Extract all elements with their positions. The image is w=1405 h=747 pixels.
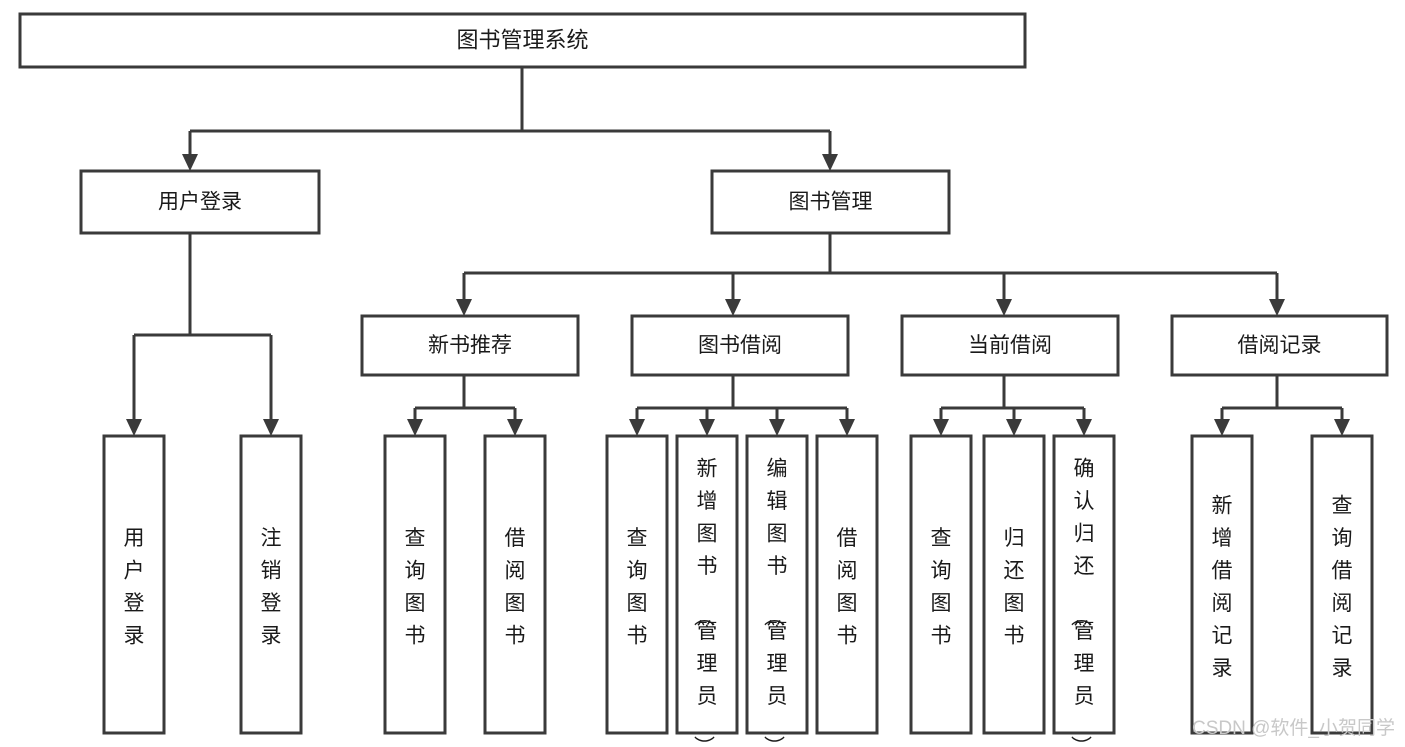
connectors-layer bbox=[126, 67, 1350, 436]
csdn-watermark: CSDN @软件_小贺同学 bbox=[1192, 718, 1395, 739]
connector-root-to-level2 bbox=[182, 67, 838, 171]
node-level3-3[interactable]: 借阅记录 bbox=[1170, 314, 1389, 377]
leaf-node[interactable]: 新增借阅记录 bbox=[1190, 434, 1254, 735]
connector-records-to-leaves bbox=[1214, 375, 1350, 436]
nodes-layer: 图书管理系统用户登录图书管理新书推荐图书借阅当前借阅借阅记录用户登录注销登录查询… bbox=[18, 12, 1389, 747]
leaf-label: 确认归还（管理员） bbox=[1069, 457, 1095, 747]
node-level3-1[interactable]: 图书借阅 bbox=[630, 314, 850, 377]
node-root[interactable]: 图书管理系统 bbox=[18, 12, 1027, 69]
node-label: 图书管理 bbox=[789, 191, 873, 214]
leaf-node[interactable]: 用户登录 bbox=[102, 434, 166, 735]
leaf-label: 查询图书 bbox=[405, 527, 426, 648]
connector-current-to-leaves bbox=[933, 375, 1092, 436]
node-level2-1[interactable]: 图书管理 bbox=[710, 169, 951, 235]
connector-userlogin-to-leaves bbox=[126, 233, 279, 436]
connector-newbook-to-leaves bbox=[407, 375, 523, 436]
node-level3-2[interactable]: 当前借阅 bbox=[900, 314, 1120, 377]
leaf-label: 新增借阅记录 bbox=[1212, 494, 1233, 680]
leaf-node[interactable]: 查询图书 bbox=[909, 434, 973, 735]
leaf-node[interactable]: 查询图书 bbox=[383, 434, 447, 735]
node-label: 新书推荐 bbox=[428, 334, 512, 357]
leaf-label: 归还图书 bbox=[1004, 527, 1025, 648]
leaf-node[interactable]: 借阅图书 bbox=[483, 434, 547, 735]
leaf-node[interactable]: 注销登录 bbox=[239, 434, 303, 735]
leaf-label: 注销登录 bbox=[261, 527, 282, 648]
leaf-label: 借阅图书 bbox=[837, 527, 858, 648]
leaf-node[interactable]: 查询图书 bbox=[605, 434, 669, 735]
leaf-node[interactable]: 查询借阅记录 bbox=[1310, 434, 1374, 735]
leaf-node[interactable]: 借阅图书 bbox=[815, 434, 879, 735]
leaf-label: 用户登录 bbox=[124, 527, 145, 648]
node-level3-0[interactable]: 新书推荐 bbox=[360, 314, 580, 377]
node-level2-0[interactable]: 用户登录 bbox=[79, 169, 321, 235]
leaf-label: 借阅图书 bbox=[505, 527, 526, 648]
leaf-label: 查询借阅记录 bbox=[1332, 494, 1353, 680]
leaf-node[interactable]: 确认归还（管理员） bbox=[1052, 434, 1116, 747]
leaf-label: 查询图书 bbox=[931, 527, 952, 648]
leaf-label: 新增图书（管理员） bbox=[692, 457, 718, 747]
leaf-node[interactable]: 新增图书（管理员） bbox=[675, 434, 739, 747]
leaf-node[interactable]: 编辑图书（管理员） bbox=[745, 434, 809, 747]
connector-borrow-to-leaves bbox=[629, 375, 855, 436]
connector-bookmgmt-to-level3 bbox=[456, 233, 1285, 316]
node-label: 当前借阅 bbox=[968, 334, 1052, 357]
node-label: 图书借阅 bbox=[698, 334, 782, 357]
node-label: 用户登录 bbox=[158, 191, 242, 214]
node-label: 借阅记录 bbox=[1238, 334, 1322, 357]
leaf-label: 编辑图书（管理员） bbox=[762, 457, 788, 747]
node-label: 图书管理系统 bbox=[456, 27, 588, 52]
leaf-node[interactable]: 归还图书 bbox=[982, 434, 1046, 735]
leaf-label: 查询图书 bbox=[627, 527, 648, 648]
